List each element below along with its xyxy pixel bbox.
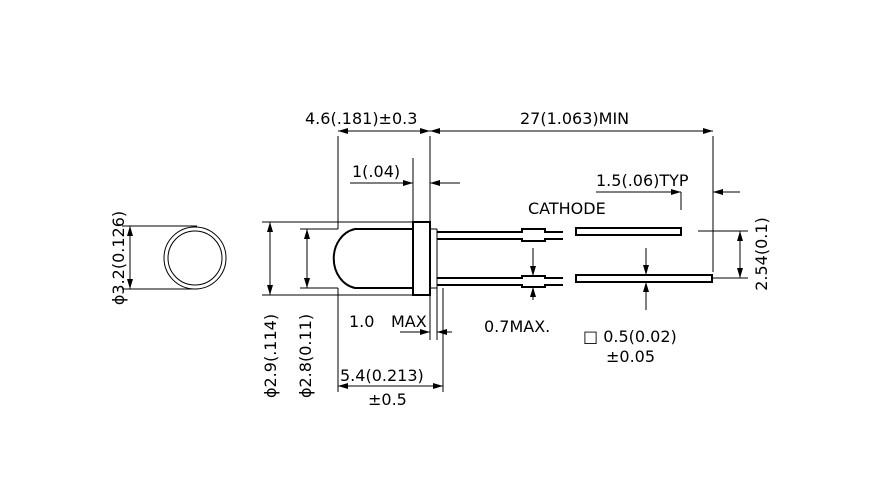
arrowhead — [703, 128, 713, 134]
lead-length-label: 27(1.063)MIN — [520, 109, 629, 128]
square-lead-dimension: □ 0.5(0.02) ±0.05 — [583, 248, 677, 366]
lens-dome — [332, 228, 413, 289]
arrowhead — [437, 329, 447, 335]
top-dimensions: 4.6(.181)±0.3 27(1.063)MIN — [305, 109, 714, 272]
arrowhead — [267, 285, 273, 295]
outer-circle — [163, 226, 227, 290]
body-diameter-dimensions: ϕ2.9(.114) ϕ2.8(0.11) — [261, 221, 413, 398]
flange-dimension: 1(.04) — [350, 158, 460, 222]
lead-bottom-left — [437, 275, 563, 279]
arrowhead — [127, 279, 133, 289]
arrowhead — [304, 278, 310, 288]
arrowhead — [338, 128, 348, 134]
arrowhead — [338, 383, 348, 389]
arrowhead — [433, 383, 443, 389]
led-body — [332, 221, 438, 296]
arrowhead — [671, 189, 681, 195]
max-dimension: 1.0 MAX — [349, 288, 452, 340]
lead-width-dimension: 0.7MAX. — [484, 248, 550, 336]
lead-max-label: 0.7MAX. — [484, 317, 550, 336]
flange-diameter-label: ϕ2.9(.114) — [261, 314, 280, 398]
max-value-label: 1.0 — [349, 312, 374, 331]
lead-top-right — [575, 227, 682, 236]
arrowhead — [643, 282, 649, 292]
lead-bottom-right — [575, 274, 713, 283]
square-lead-label: □ 0.5(0.02) — [583, 327, 677, 346]
lead-top-left — [437, 228, 563, 233]
arrowhead — [420, 329, 430, 335]
lead-top-left — [437, 238, 563, 242]
inner-circle — [167, 230, 223, 286]
arrowhead — [737, 268, 743, 278]
lens-diameter-label: ϕ3.2(0.126) — [109, 211, 128, 305]
total-length-dimension: 5.4(0.213) ±0.5 — [337, 288, 444, 409]
total-length-label: 5.4(0.213) — [340, 366, 424, 385]
arrowhead — [713, 189, 723, 195]
cathode-label: CATHODE — [528, 199, 606, 218]
max-unit-label: MAX — [391, 312, 427, 331]
arrowhead — [304, 229, 310, 239]
flange-label: 1(.04) — [352, 162, 400, 181]
arrowhead — [420, 128, 430, 134]
square-lead-tolerance: ±0.05 — [606, 347, 655, 366]
body-length-label: 4.6(.181)±0.3 — [305, 109, 417, 128]
pitch-label: 2.54(0.1) — [752, 217, 771, 291]
lead-bottom-left — [437, 284, 563, 288]
arrowhead — [403, 180, 413, 186]
pitch-dimension: 2.54(0.1) — [698, 217, 771, 291]
bend-label: 1.5(.06)TYP — [596, 171, 689, 190]
body-diameter-label: ϕ2.8(0.11) — [296, 314, 315, 398]
arrowhead — [643, 265, 649, 275]
front-view: ϕ3.2(0.126) — [109, 211, 227, 305]
flange — [412, 221, 431, 296]
arrowhead — [530, 266, 536, 276]
total-length-tolerance: ±0.5 — [368, 390, 407, 409]
arrowhead — [530, 287, 536, 297]
arrowhead — [127, 226, 133, 236]
arrowhead — [430, 180, 440, 186]
arrowhead — [267, 222, 273, 232]
bend-dimension: 1.5(.06)TYP — [596, 171, 740, 210]
leads — [437, 227, 713, 288]
arrowhead — [430, 128, 440, 134]
arrowhead — [737, 231, 743, 241]
